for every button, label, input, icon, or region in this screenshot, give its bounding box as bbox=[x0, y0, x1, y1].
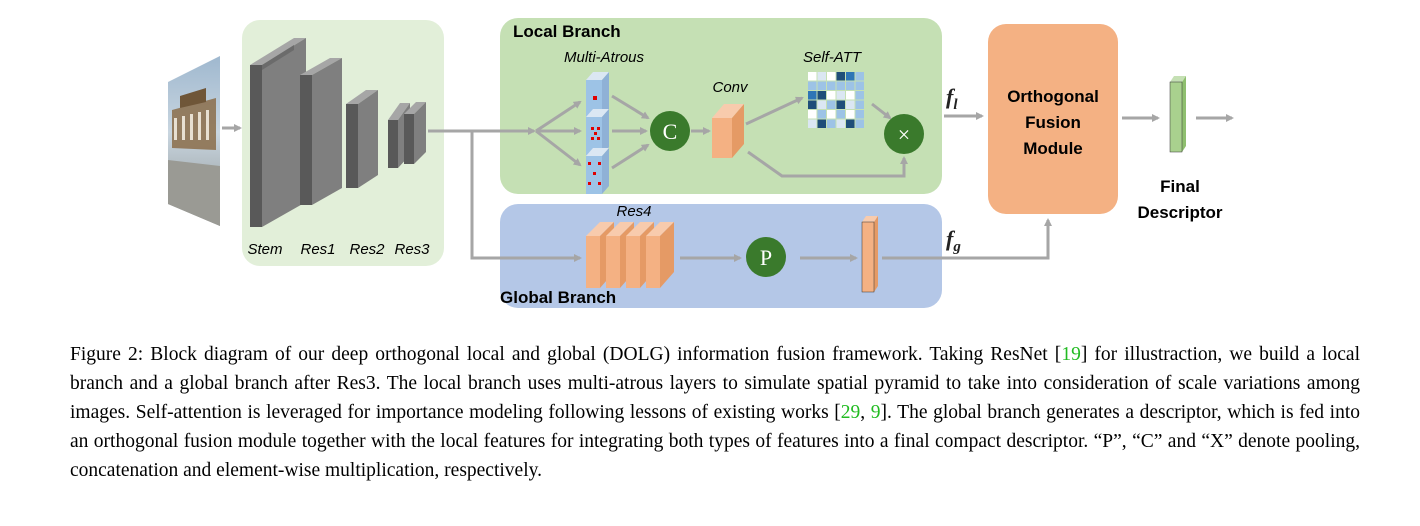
pool-op bbox=[746, 237, 786, 277]
caption-part3: , bbox=[860, 402, 871, 423]
att-cell bbox=[808, 110, 817, 119]
att-cell bbox=[808, 72, 817, 81]
res2-block bbox=[346, 90, 378, 188]
att-cell bbox=[836, 81, 845, 90]
att-cell bbox=[846, 119, 855, 128]
res4-label: Res4 bbox=[616, 203, 651, 220]
citation-29[interactable]: 29 bbox=[840, 402, 861, 423]
att-cell bbox=[827, 91, 836, 100]
att-cell bbox=[836, 100, 845, 109]
concat-op bbox=[650, 111, 690, 151]
att-cell bbox=[817, 91, 826, 100]
fusion-label-line2: Fusion bbox=[1025, 113, 1081, 132]
arrow-conv-to-att bbox=[745, 96, 804, 126]
att-cell bbox=[827, 110, 836, 119]
caption-part1: Block diagram of our deep orthogonal loc… bbox=[150, 344, 1062, 365]
f-global-label: fg bbox=[946, 226, 961, 255]
att-cell bbox=[808, 91, 817, 100]
caption-part4: ]. The global branch generates a descrip… bbox=[70, 402, 1360, 481]
pool-symbol: P bbox=[760, 245, 772, 270]
att-cell bbox=[855, 119, 864, 128]
final-descriptor-vector bbox=[1169, 76, 1186, 153]
conv-block bbox=[712, 104, 744, 158]
att-cell bbox=[846, 110, 855, 119]
local-branch-panel bbox=[500, 18, 942, 194]
att-cell bbox=[827, 100, 836, 109]
att-cell bbox=[855, 72, 864, 81]
atrous-layer-2 bbox=[586, 109, 609, 155]
arrow-split-top bbox=[535, 100, 582, 133]
att-cell bbox=[827, 119, 836, 128]
att-cell bbox=[846, 81, 855, 90]
att-cell bbox=[817, 100, 826, 109]
att-cell bbox=[836, 119, 845, 128]
self-att-label: Self-ATT bbox=[803, 49, 863, 66]
f-local-label: fl bbox=[946, 84, 958, 113]
att-cell bbox=[846, 72, 855, 81]
dolg-diagram: Stem Res1 Res2 Res3 Local Branch Global … bbox=[168, 18, 1234, 308]
res3-block bbox=[388, 102, 426, 168]
atrous-layer-3 bbox=[586, 148, 609, 194]
att-cell bbox=[855, 91, 864, 100]
citation-19[interactable]: 19 bbox=[1061, 344, 1081, 365]
att-cell bbox=[836, 110, 845, 119]
res2-label: Res2 bbox=[349, 241, 385, 258]
att-cell bbox=[808, 100, 817, 109]
arrow-fg-to-fusion bbox=[882, 218, 1052, 260]
res3-label: Res3 bbox=[394, 241, 430, 258]
caption-part2: ] for illustraction, we build a local br… bbox=[70, 344, 1361, 423]
fusion-module bbox=[988, 24, 1118, 214]
att-cell bbox=[808, 81, 817, 90]
arrow-atrous1-to-concat bbox=[611, 94, 650, 120]
att-cell bbox=[846, 100, 855, 109]
att-cell bbox=[855, 100, 864, 109]
figure-label: Figure 2: bbox=[70, 344, 144, 365]
citation-9[interactable]: 9 bbox=[870, 402, 881, 423]
att-cell bbox=[808, 119, 817, 128]
arrow-conv-to-mult bbox=[747, 150, 908, 178]
att-cell bbox=[817, 81, 826, 90]
final-descriptor-line2: Descriptor bbox=[1137, 203, 1222, 222]
att-cell bbox=[827, 72, 836, 81]
arrow-att-to-mult bbox=[871, 102, 892, 120]
global-branch-title: Global Branch bbox=[500, 288, 616, 307]
att-cell bbox=[855, 110, 864, 119]
atrous-layer-1 bbox=[586, 72, 609, 118]
att-cell bbox=[855, 81, 864, 90]
multiply-symbol: × bbox=[898, 122, 910, 147]
arrow-to-global bbox=[470, 131, 582, 262]
att-cell bbox=[817, 72, 826, 81]
att-cell bbox=[836, 91, 845, 100]
att-cell bbox=[817, 110, 826, 119]
res1-label: Res1 bbox=[300, 241, 335, 258]
global-vector bbox=[861, 216, 878, 293]
arrow-split-bottom bbox=[535, 129, 582, 167]
figure-caption: Figure 2: Block diagram of our deep orth… bbox=[70, 340, 1360, 485]
stem-block-2 bbox=[262, 45, 294, 70]
multiply-op bbox=[884, 114, 924, 154]
stem-block bbox=[250, 38, 306, 227]
att-cell bbox=[817, 119, 826, 128]
arrow-atrous3-to-concat bbox=[611, 143, 650, 170]
multi-atrous-label: Multi-Atrous bbox=[564, 49, 645, 66]
concat-symbol: C bbox=[663, 119, 678, 144]
att-cell bbox=[846, 91, 855, 100]
att-cell bbox=[836, 72, 845, 81]
self-att-grid bbox=[808, 72, 864, 128]
final-descriptor-line1: Final bbox=[1160, 177, 1200, 196]
fusion-label-line1: Orthogonal bbox=[1007, 87, 1099, 106]
input-image bbox=[168, 56, 220, 226]
local-branch-title: Local Branch bbox=[513, 22, 621, 41]
att-cell bbox=[827, 81, 836, 90]
conv-label: Conv bbox=[712, 79, 749, 96]
res4-block bbox=[586, 222, 674, 288]
fusion-label-line3: Module bbox=[1023, 139, 1083, 158]
stem-label: Stem bbox=[247, 241, 282, 258]
res1-block bbox=[300, 58, 342, 205]
